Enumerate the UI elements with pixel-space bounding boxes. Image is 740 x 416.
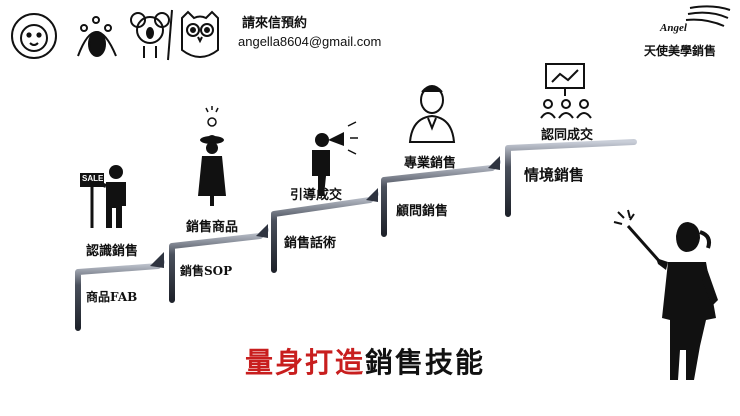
doctor-icon [408, 85, 456, 143]
lion-icon [11, 13, 57, 59]
headline-red-part: 量身打造 [245, 346, 366, 379]
step-1-top-label: 認識銷售 [86, 244, 139, 259]
step-5-top-label: 認同成交 [541, 128, 594, 143]
stair-step-5 [505, 139, 637, 217]
stair-step-4 [381, 159, 501, 237]
step-4-top-label: 專業銷售 [404, 156, 457, 171]
stair-arrow-3 [366, 188, 378, 202]
step-3-top-label: 引導成交 [290, 188, 343, 203]
step-2-top-label: 銷售商品 [186, 220, 239, 235]
step-5-bottom-label: 情境銷售 [524, 166, 585, 184]
koala-icon [130, 9, 173, 61]
brand-name: Angel [660, 22, 687, 34]
sale-sign-text: SALE [82, 174, 104, 183]
headline: 量身打造銷售技能 [245, 341, 485, 381]
angel-wing-icon [685, 5, 731, 27]
contact-title: 請來信預約 [242, 16, 308, 31]
salesman-sign-icon [80, 165, 126, 228]
megaphone-man-icon [312, 121, 358, 196]
teacher-pointer-icon [613, 209, 718, 380]
stair-arrow-4 [488, 156, 500, 170]
peacock-icon [77, 16, 117, 57]
owl-icon [181, 10, 219, 58]
detective-icon [198, 106, 226, 206]
step-4-bottom-label: 顧問銷售 [396, 204, 449, 219]
stair-arrow-2 [256, 224, 268, 238]
presentation-audience-icon [540, 63, 592, 119]
brand-subtitle: 天使美學銷售 [644, 44, 717, 58]
stair-arrow-1 [150, 252, 164, 268]
step-1-bottom-label: 商品FAB [86, 290, 138, 304]
contact-email[interactable]: angella8604@gmail.com [238, 34, 382, 49]
step-2-bottom-label: 銷售SOP [180, 264, 233, 278]
step-3-bottom-label: 銷售話術 [284, 236, 337, 251]
headline-black-part: 銷售技能 [365, 346, 486, 379]
